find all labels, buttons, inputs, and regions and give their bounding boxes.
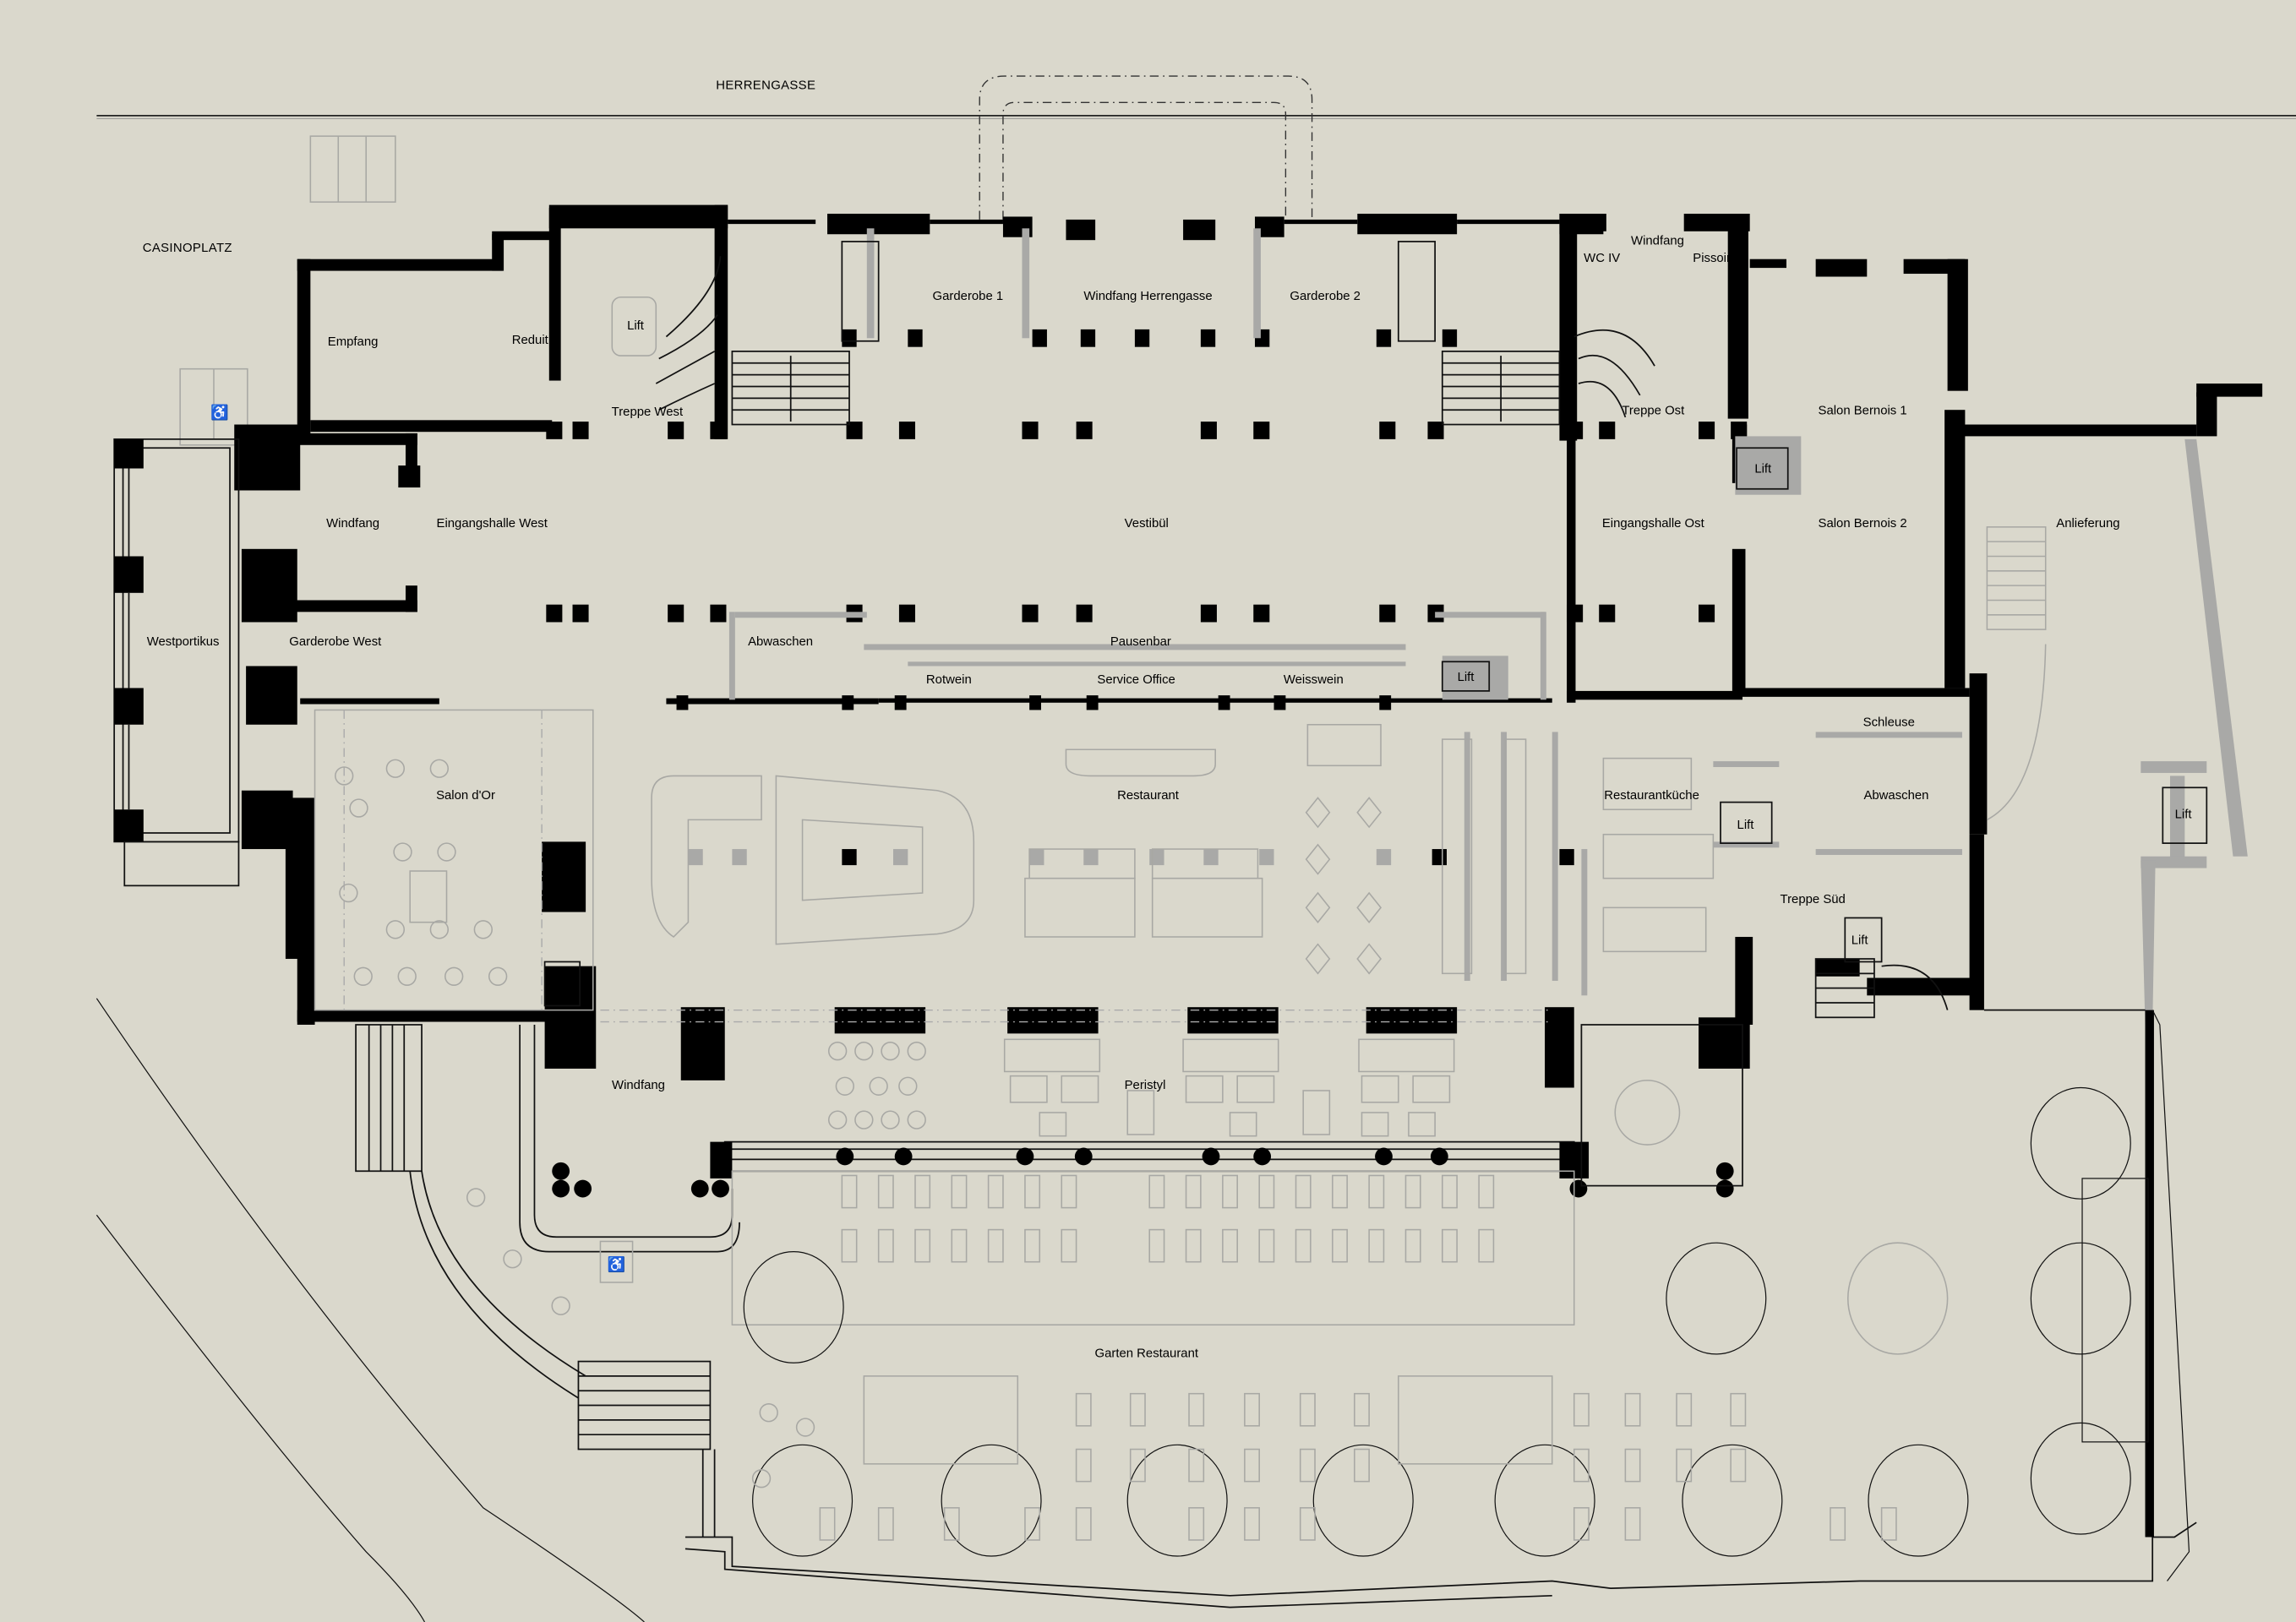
partition-walls	[728, 228, 2248, 1025]
room-label-empfang: Empfang	[328, 335, 379, 349]
room-label-windfang-nord: Windfang	[1631, 234, 1684, 248]
stair-west-exterior	[355, 1024, 716, 1538]
room-label-lift-service: Lift	[1458, 671, 1475, 684]
room-label-lift-sued: Lift	[1852, 934, 1869, 948]
room-label-weisswein: Weisswein	[1284, 673, 1344, 687]
room-label-restaurantkueche: Restaurantküche	[1604, 789, 1699, 803]
room-label-peristyl: Peristyl	[1125, 1079, 1166, 1092]
room-label-lift-kueche: Lift	[1737, 819, 1755, 832]
exterior-walls	[234, 204, 2263, 1069]
room-label-garderobe-west: Garderobe West	[289, 635, 382, 649]
accessible-parking-icon: ♿	[210, 404, 229, 421]
room-labels: Empfang Reduit Lift Treppe West Garderob…	[147, 234, 2193, 1360]
stair-anlieferung	[1986, 526, 2047, 821]
columns	[546, 329, 1748, 866]
parking-spaces	[179, 135, 396, 446]
room-label-treppe-west: Treppe West	[612, 406, 684, 419]
room-label-schleuse: Schleuse	[1863, 716, 1915, 729]
peristyl-structure	[519, 1007, 1743, 1253]
room-label-anlieferung: Anlieferung	[2056, 517, 2119, 531]
street-edge	[96, 115, 2296, 119]
site-boundary-lines	[95, 998, 645, 1622]
room-label-eingangshalle-west: Eingangshalle West	[437, 517, 548, 531]
room-label-reduit: Reduit	[512, 334, 549, 347]
room-label-treppe-ost: Treppe Ost	[1622, 404, 1685, 417]
accessible-parking-icon: ♿	[608, 1255, 626, 1272]
peristyl-furniture	[600, 1009, 1681, 1146]
room-label-treppe-sued: Treppe Süd	[1781, 893, 1846, 906]
room-label-lift-bernois: Lift	[1754, 463, 1772, 476]
stair-treppe-ost	[1397, 241, 1655, 426]
room-label-restaurant: Restaurant	[1117, 789, 1180, 803]
room-label-service-office: Service Office	[1097, 673, 1175, 687]
garden-furniture	[466, 1174, 1897, 1541]
room-label-lift-west: Lift	[627, 319, 645, 333]
stair-treppe-sued	[1814, 958, 1949, 1019]
room-label-salon-bernois-1: Salon Bernois 1	[1819, 404, 1907, 417]
room-label-salon-bernois-2: Salon Bernois 2	[1819, 517, 1907, 531]
room-label-garten-restaurant: Garten Restaurant	[1095, 1347, 1199, 1360]
room-label-pissoir: Pissoir	[1693, 252, 1731, 265]
room-label-abwaschen-2: Abwaschen	[1863, 789, 1928, 803]
stair-treppe-west	[655, 241, 880, 426]
garden-boundary	[684, 1009, 2197, 1608]
room-label-salon-d-or: Salon d'Or	[436, 789, 495, 803]
room-label-eingangshalle-ost: Eingangshalle Ost	[1602, 517, 1705, 531]
canopy-outline	[979, 75, 1313, 220]
accessible-parking-space	[599, 1240, 634, 1283]
lift-shafts	[543, 296, 2208, 1007]
westportikus-structure	[113, 438, 240, 887]
interior-walls	[285, 420, 1748, 705]
street-label-casinoplatz: CASINOPLATZ	[143, 242, 232, 255]
restaurant-furniture	[651, 723, 1715, 975]
room-label-vestibuel: Vestibül	[1125, 517, 1169, 531]
salon-d-or-furniture	[314, 709, 594, 1011]
room-label-windfang-sued: Windfang	[612, 1079, 665, 1092]
room-label-rotwein: Rotwein	[926, 673, 972, 687]
garden-trees	[743, 1086, 2131, 1557]
room-label-windfang-west: Windfang	[326, 517, 379, 531]
room-label-westportikus: Westportikus	[147, 635, 220, 649]
room-label-pausenbar: Pausenbar	[1110, 635, 1171, 649]
street-label-herrengasse: HERRENGASSE	[716, 79, 815, 93]
room-label-garderobe-2: Garderobe 2	[1290, 290, 1361, 303]
room-label-lift-salon: Lift	[553, 981, 570, 994]
room-label-abwaschen-1: Abwaschen	[748, 635, 813, 649]
room-label-windfang-herrengasse: Windfang Herrengasse	[1083, 290, 1212, 303]
room-label-wc-iv: WC IV	[1584, 252, 1620, 265]
room-label-garderobe-1: Garderobe 1	[933, 290, 1004, 303]
room-label-lift-aussen: Lift	[2175, 808, 2193, 822]
